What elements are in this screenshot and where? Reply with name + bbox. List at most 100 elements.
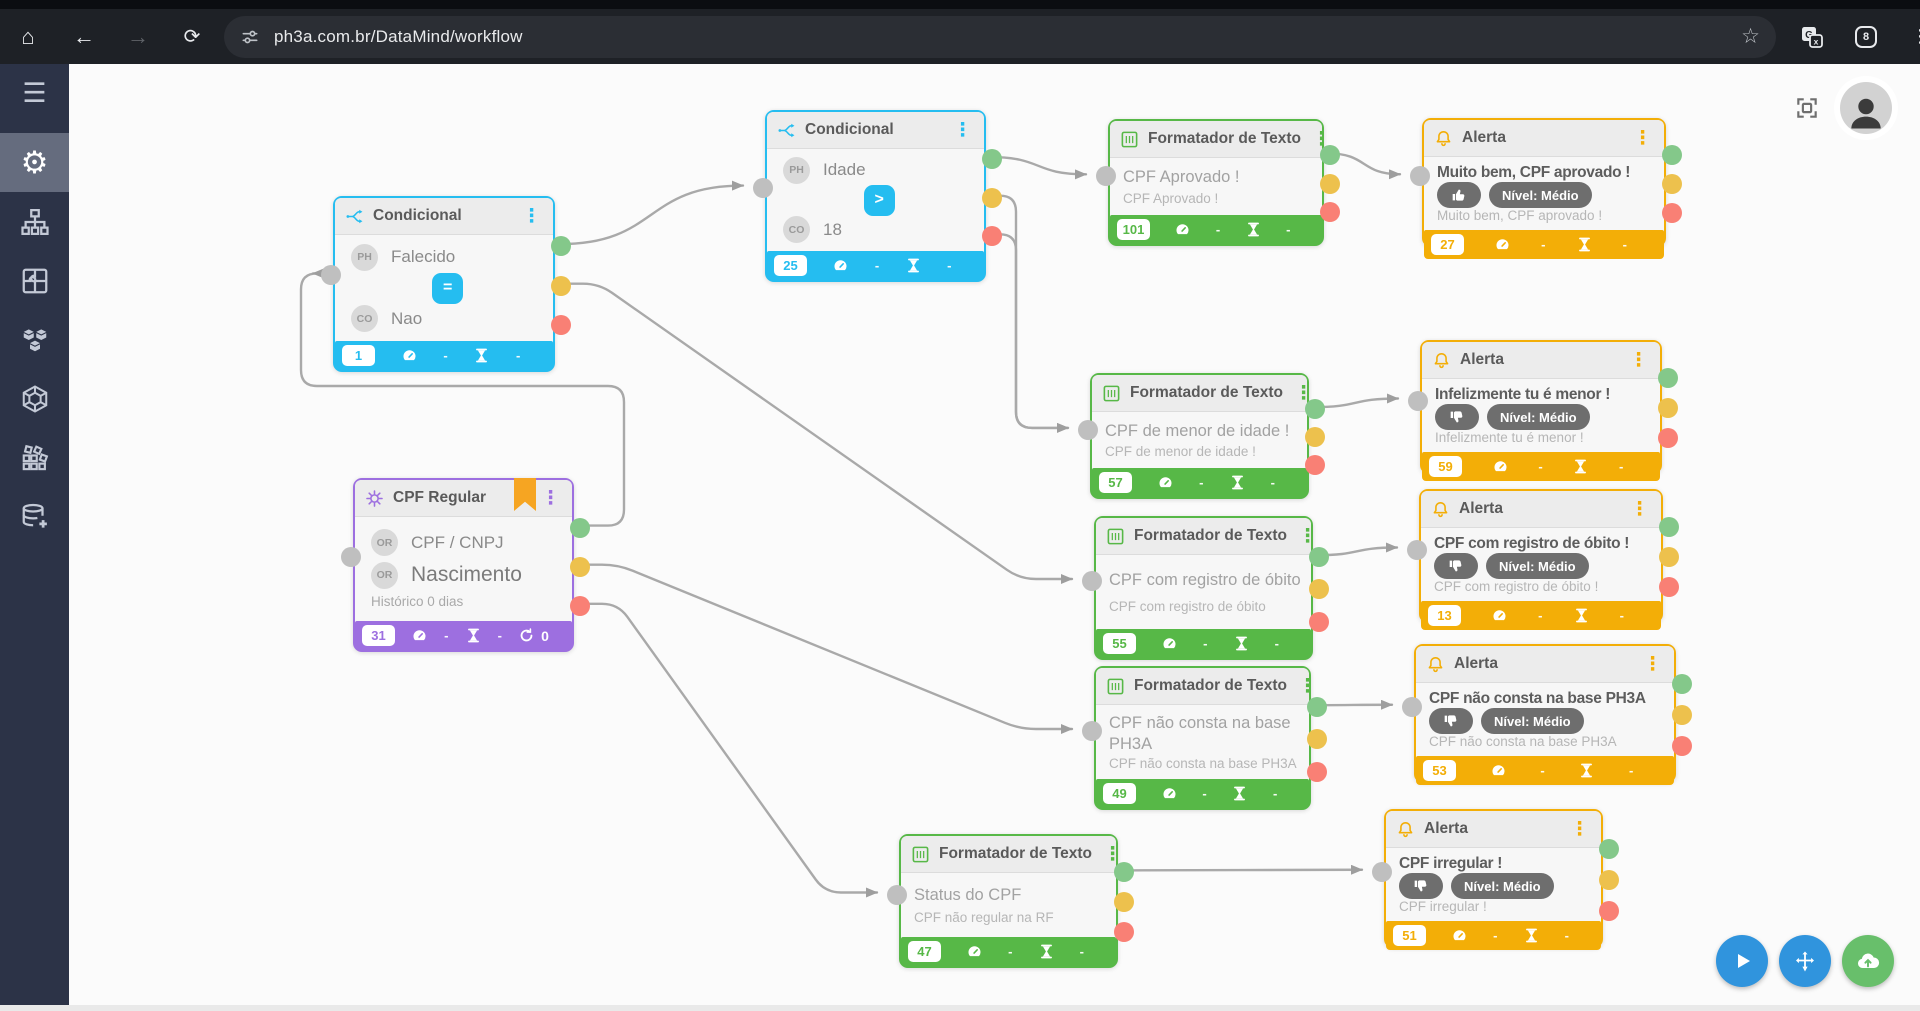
output-port-warning[interactable]	[570, 556, 590, 577]
reload-button[interactable]: ⟳	[183, 26, 201, 48]
output-port-success[interactable]	[1662, 145, 1682, 165]
input-port[interactable]	[887, 884, 907, 905]
output-port-success[interactable]	[982, 149, 1002, 170]
sidebar-item-database[interactable]	[0, 487, 69, 546]
output-port-error[interactable]	[1659, 577, 1679, 598]
extensions-badge-button[interactable]: 8	[1844, 15, 1888, 59]
output-port-warning[interactable]	[1658, 398, 1678, 419]
input-port[interactable]	[1096, 166, 1116, 187]
output-port-warning[interactable]	[1114, 892, 1134, 913]
output-port-warning[interactable]	[1662, 173, 1682, 194]
node-menu-button[interactable]: ⋮	[522, 205, 541, 227]
input-port[interactable]	[1407, 539, 1427, 560]
wire-cpf-regular-yellow-to-fmt-naoconsta[interactable]	[576, 563, 1074, 734]
output-port-warning[interactable]	[551, 275, 571, 296]
node-menu-button[interactable]: ⋮	[1570, 818, 1589, 840]
wire-cpf-regular-red-to-fmt-status[interactable]	[576, 602, 879, 898]
node-fmt-obito[interactable]: Formatador de Texto⋮CPF com registro de …	[1082, 516, 1329, 660]
bookmark-star-icon[interactable]: ☆	[1741, 25, 1760, 48]
output-port-success[interactable]	[1305, 399, 1325, 420]
input-port[interactable]	[1082, 571, 1102, 591]
wire-fmt-menor-green-to-alert-menor[interactable]	[1311, 393, 1400, 409]
node-menu-button[interactable]: ⋮	[541, 487, 560, 509]
output-port-error[interactable]	[1662, 202, 1682, 223]
output-port-error[interactable]	[1672, 735, 1692, 756]
user-avatar[interactable]	[1840, 82, 1892, 134]
node-menu-button[interactable]: ⋮	[1103, 843, 1123, 865]
fit-to-screen-button[interactable]	[1792, 93, 1822, 123]
input-port[interactable]	[1402, 696, 1422, 717]
output-port-success[interactable]	[1599, 838, 1619, 859]
node-alert-aprovado[interactable]: Alerta⋮Muito bem, CPF aprovado !Nível: M…	[1410, 118, 1682, 259]
input-port[interactable]	[1082, 721, 1102, 741]
output-port-success[interactable]	[1658, 368, 1678, 389]
output-port-warning[interactable]	[1305, 427, 1325, 448]
browser-menu-button[interactable]: ⋮	[1911, 26, 1920, 46]
wire-cpf-regular-green-to-cond-falecido[interactable]	[299, 268, 626, 527]
output-port-success[interactable]	[570, 517, 590, 538]
node-menu-button[interactable]: ⋮	[1298, 525, 1318, 547]
address-bar[interactable]: ph3a.com.br/DataMind/workflow ☆	[224, 15, 1776, 58]
url-text[interactable]: ph3a.com.br/DataMind/workflow	[274, 26, 523, 46]
node-alert-obito[interactable]: Alerta⋮CPF com registro de óbito !Nível:…	[1407, 489, 1679, 630]
input-port[interactable]	[1408, 390, 1428, 411]
wire-fmt-obito-green-to-alert-obito[interactable]	[1315, 542, 1399, 557]
node-fmt-menor[interactable]: Formatador de Texto⋮CPF de menor de idad…	[1078, 373, 1325, 499]
home-button[interactable]: ⌂	[21, 23, 35, 49]
save-upload-button[interactable]	[1842, 935, 1894, 987]
translate-button[interactable]: G x	[1790, 15, 1834, 59]
output-port-success[interactable]	[1672, 673, 1692, 694]
output-port-warning[interactable]	[1320, 173, 1340, 194]
node-menu-button[interactable]: ⋮	[953, 119, 972, 141]
output-port-error[interactable]	[1307, 761, 1327, 782]
output-port-error[interactable]	[570, 595, 590, 616]
input-port[interactable]	[341, 546, 361, 567]
sidebar-menu-button[interactable]: ☰	[0, 64, 69, 123]
node-alert-menor[interactable]: Alerta⋮Infelizmente tu é menor !Nível: M…	[1408, 340, 1678, 481]
site-settings-icon[interactable]	[240, 27, 260, 47]
wire-cond-idade-green-to-fmt-aprovado[interactable]	[988, 155, 1088, 180]
input-port[interactable]	[1410, 166, 1430, 187]
node-menu-button[interactable]: ⋮	[1643, 653, 1662, 675]
output-port-error[interactable]	[1599, 900, 1619, 921]
output-port-warning[interactable]	[982, 187, 1002, 208]
back-button[interactable]: ←	[73, 23, 95, 49]
sidebar-item-network[interactable]	[0, 369, 69, 428]
run-workflow-button[interactable]	[1716, 935, 1768, 987]
node-menu-button[interactable]: ⋮	[1312, 128, 1332, 150]
sidebar-item-integrations[interactable]	[0, 251, 69, 310]
wire-fmt-status-green-to-alert-irregular[interactable]	[1120, 864, 1364, 875]
wire-cond-idade-red-to-fmt-menor[interactable]	[988, 233, 1070, 433]
sidebar-item-datasets[interactable]	[0, 310, 69, 369]
input-port[interactable]	[321, 265, 341, 286]
output-port-error[interactable]	[1305, 455, 1325, 476]
output-port-warning[interactable]	[1672, 704, 1692, 725]
output-port-error[interactable]	[1114, 922, 1134, 943]
pan-mode-button[interactable]	[1779, 935, 1831, 987]
sidebar-item-workflow[interactable]	[0, 192, 69, 251]
node-menu-button[interactable]: ⋮	[1298, 675, 1318, 697]
output-port-error[interactable]	[1309, 611, 1329, 632]
node-fmt-naoconsta[interactable]: Formatador de Texto⋮CPF não consta na ba…	[1082, 666, 1327, 810]
node-fmt-aprovado[interactable]: Formatador de Texto⋮CPF Aprovado !CPF Ap…	[1096, 119, 1340, 246]
output-port-success[interactable]	[551, 236, 571, 257]
output-port-success[interactable]	[1320, 145, 1340, 166]
output-port-success[interactable]	[1307, 697, 1327, 718]
wire-cond-falecido-yellow-to-fmt-obito[interactable]	[557, 282, 1074, 584]
output-port-warning[interactable]	[1307, 729, 1327, 750]
output-port-error[interactable]	[551, 315, 571, 336]
output-port-success[interactable]	[1309, 547, 1329, 568]
wire-cond-idade-yellow-to-fmt-menor[interactable]	[988, 194, 1070, 433]
input-port[interactable]	[753, 177, 773, 198]
output-port-error[interactable]	[1658, 428, 1678, 449]
output-port-success[interactable]	[1659, 517, 1679, 538]
sidebar-item-components[interactable]	[0, 428, 69, 487]
node-menu-button[interactable]: ⋮	[1629, 349, 1648, 371]
